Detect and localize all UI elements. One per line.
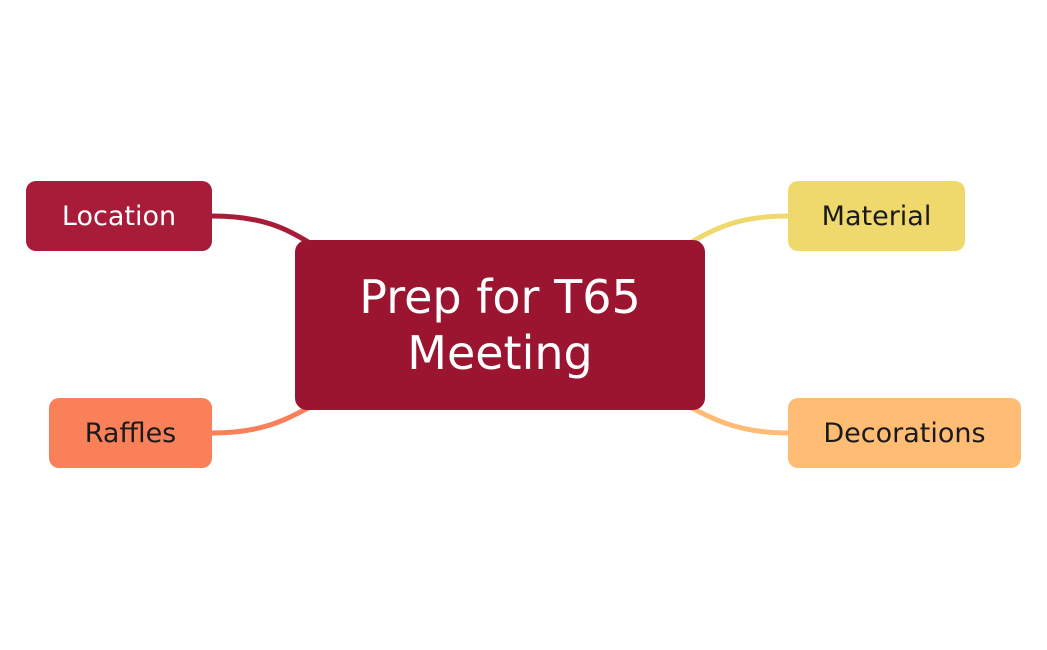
- branch-location-label: Location: [61, 200, 177, 232]
- branch-location[interactable]: Location: [26, 181, 212, 251]
- branch-material-label: Material: [821, 200, 932, 232]
- connector-decorations: [687, 404, 791, 436]
- branch-material[interactable]: Material: [788, 181, 965, 251]
- central-topic[interactable]: Prep for T65 Meeting: [295, 240, 705, 410]
- branch-raffles[interactable]: Raffles: [49, 398, 212, 468]
- connector-raffles: [209, 404, 313, 436]
- connector-location: [209, 213, 313, 246]
- connector-material: [687, 213, 791, 246]
- branch-decorations[interactable]: Decorations: [788, 398, 1021, 468]
- central-topic-label: Prep for T65 Meeting: [359, 270, 641, 380]
- branch-raffles-label: Raffles: [84, 417, 177, 449]
- branch-decorations-label: Decorations: [823, 417, 986, 449]
